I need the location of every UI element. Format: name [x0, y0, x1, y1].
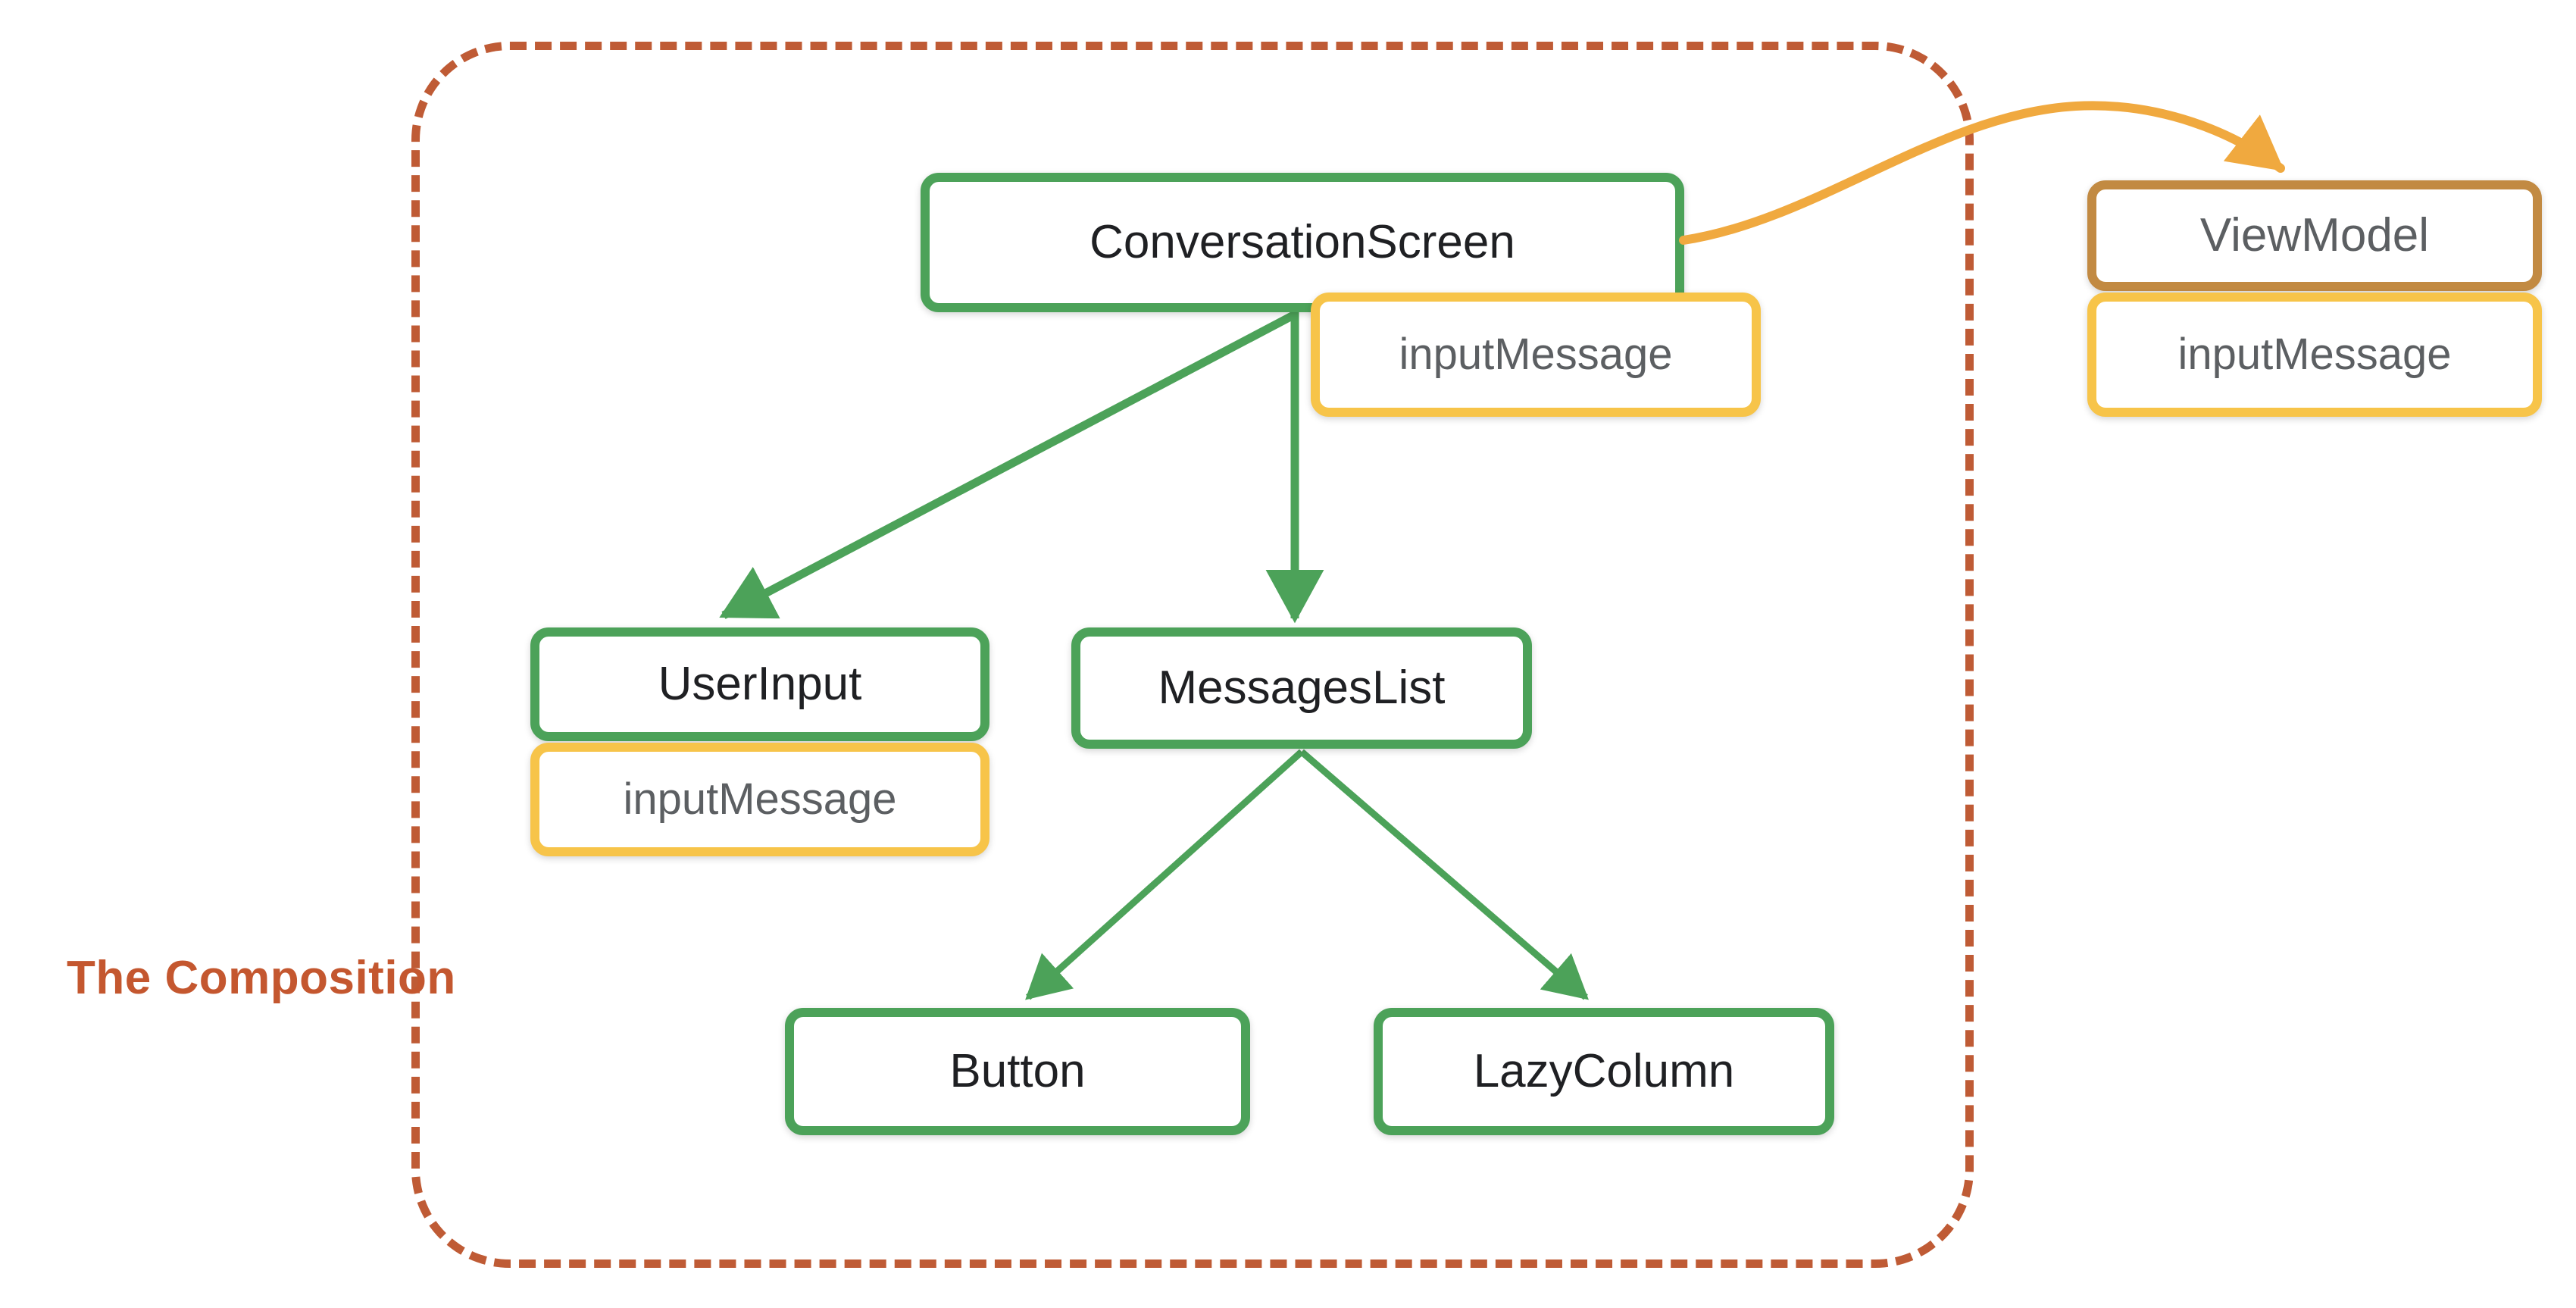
edge-conversationscreen-userinput — [719, 311, 1296, 619]
node-label: MessagesList — [1158, 662, 1446, 714]
node-label: ViewModel — [2199, 209, 2430, 261]
node-state-inputmessage-userinput[interactable]: inputMessage — [530, 743, 989, 856]
node-state-inputmessage-viewmodel[interactable]: inputMessage — [2087, 293, 2542, 417]
node-viewmodel[interactable]: ViewModel — [2087, 180, 2542, 291]
edge-messageslist-lazycolumn — [1299, 749, 1589, 1000]
node-state-inputmessage-conversationscreen[interactable]: inputMessage — [1311, 293, 1761, 417]
node-label: UserInput — [658, 658, 862, 710]
node-button[interactable]: Button — [785, 1008, 1250, 1135]
node-conversationscreen[interactable]: ConversationScreen — [921, 173, 1684, 312]
node-label: inputMessage — [623, 774, 897, 824]
node-lazycolumn[interactable]: LazyColumn — [1374, 1008, 1834, 1135]
node-label: LazyColumn — [1473, 1045, 1735, 1097]
composition-boundary-label: The Composition — [67, 952, 456, 1004]
node-userinput[interactable]: UserInput — [530, 627, 989, 741]
node-label: ConversationScreen — [1089, 216, 1515, 268]
node-label: Button — [949, 1045, 1086, 1097]
edge-messageslist-button — [1025, 749, 1305, 1000]
node-label: inputMessage — [1399, 330, 1673, 379]
node-messageslist[interactable]: MessagesList — [1071, 627, 1532, 749]
node-label: inputMessage — [2177, 330, 2452, 379]
